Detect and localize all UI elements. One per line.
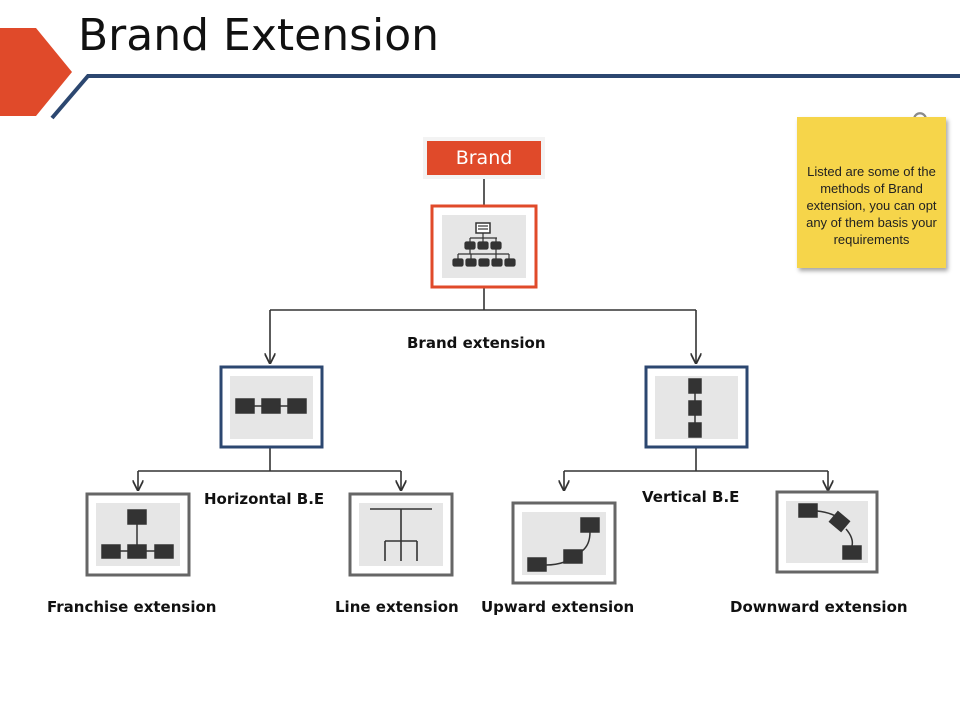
page-title: Brand Extension xyxy=(78,10,440,61)
franchise-tree-icon xyxy=(101,509,174,559)
vertical-chain-icon xyxy=(688,378,702,438)
upward-icon-box xyxy=(511,501,617,585)
header-decoration xyxy=(0,28,960,120)
horizontal-be-label: Horizontal B.E xyxy=(204,490,325,508)
downward-curve-icon xyxy=(798,503,862,560)
upward-curve-icon xyxy=(527,517,600,572)
connectors xyxy=(138,175,828,490)
header-rule xyxy=(50,74,960,120)
sticky-note: Listed are some of the methods of Brand … xyxy=(797,117,946,268)
line-extension-label: Line extension xyxy=(335,598,459,616)
vertical-icon-box xyxy=(644,365,749,449)
franchise-icon-box xyxy=(85,492,191,577)
org-chart-icon xyxy=(452,222,516,267)
header-arrow-shape xyxy=(0,28,72,116)
upward-extension-label: Upward extension xyxy=(481,598,635,616)
brand-node: Brand xyxy=(427,141,541,175)
downward-extension-label: Downward extension xyxy=(730,598,908,616)
root-icon-box xyxy=(430,204,538,289)
line-icon-box xyxy=(348,492,454,577)
sticky-note-text: Listed are some of the methods of Brand … xyxy=(806,164,937,247)
downward-icon-box xyxy=(775,490,879,574)
line-branch-icon xyxy=(370,508,432,561)
horizontal-chain-icon xyxy=(235,398,307,414)
franchise-extension-label: Franchise extension xyxy=(47,598,217,616)
brand-extension-label: Brand extension xyxy=(407,334,546,352)
horizontal-icon-box xyxy=(219,365,324,449)
vertical-be-label: Vertical B.E xyxy=(642,488,740,506)
